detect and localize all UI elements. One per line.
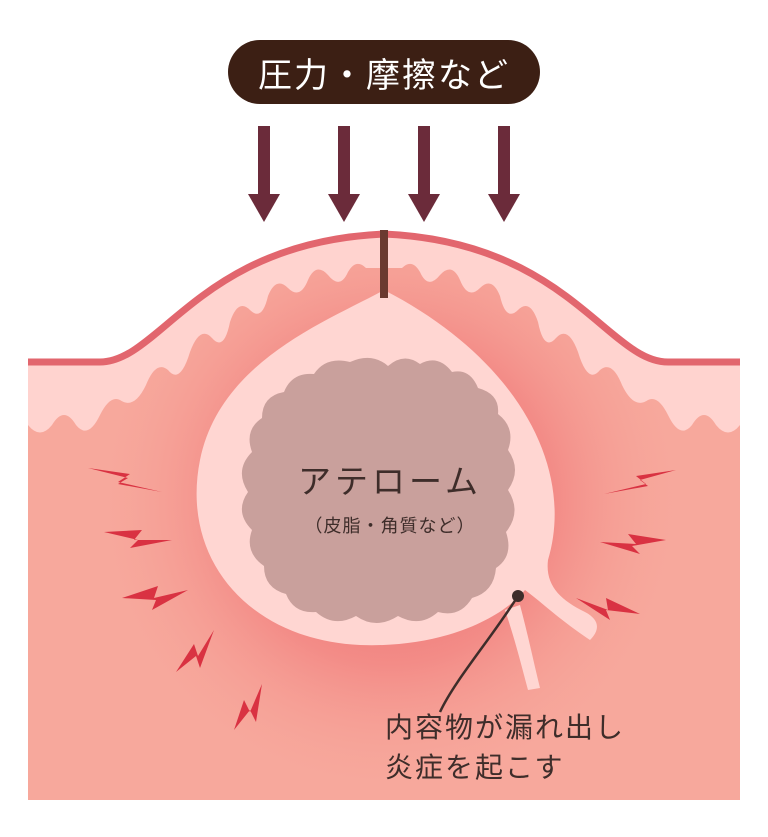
pressure-friction-label: 圧力・摩擦など [228, 40, 540, 104]
pore-line [380, 230, 388, 298]
lightning-spark-icon [104, 530, 172, 548]
lightning-spark-icon [576, 598, 640, 620]
atheroma-subtitle: （皮脂・角質など） [304, 516, 476, 537]
down-arrow-icon [328, 126, 360, 222]
lightning-spark-icon [176, 630, 214, 672]
lightning-spark-icon [600, 534, 666, 554]
lightning-spark-icon [234, 684, 262, 730]
callout-pointer-line [438, 595, 520, 713]
lightning-spark-icon [122, 586, 188, 610]
callout-pointer-dot [512, 590, 524, 602]
callout-line-1: 内容物が漏れ出し [385, 711, 626, 744]
cyst-content [241, 357, 515, 623]
callout-line-2: 炎症を起こす [385, 751, 565, 784]
down-arrow-icon [488, 126, 520, 222]
down-arrow-icon [408, 126, 440, 222]
down-arrow-icon [248, 126, 280, 222]
leak-channel [505, 605, 540, 690]
epidermis-layer [28, 232, 740, 433]
atheroma-title: アテローム [297, 462, 482, 501]
pressure-friction-text: 圧力・摩擦など [258, 55, 510, 96]
leak-inflammation-callout: 内容物が漏れ出し 炎症を起こす [385, 708, 745, 788]
